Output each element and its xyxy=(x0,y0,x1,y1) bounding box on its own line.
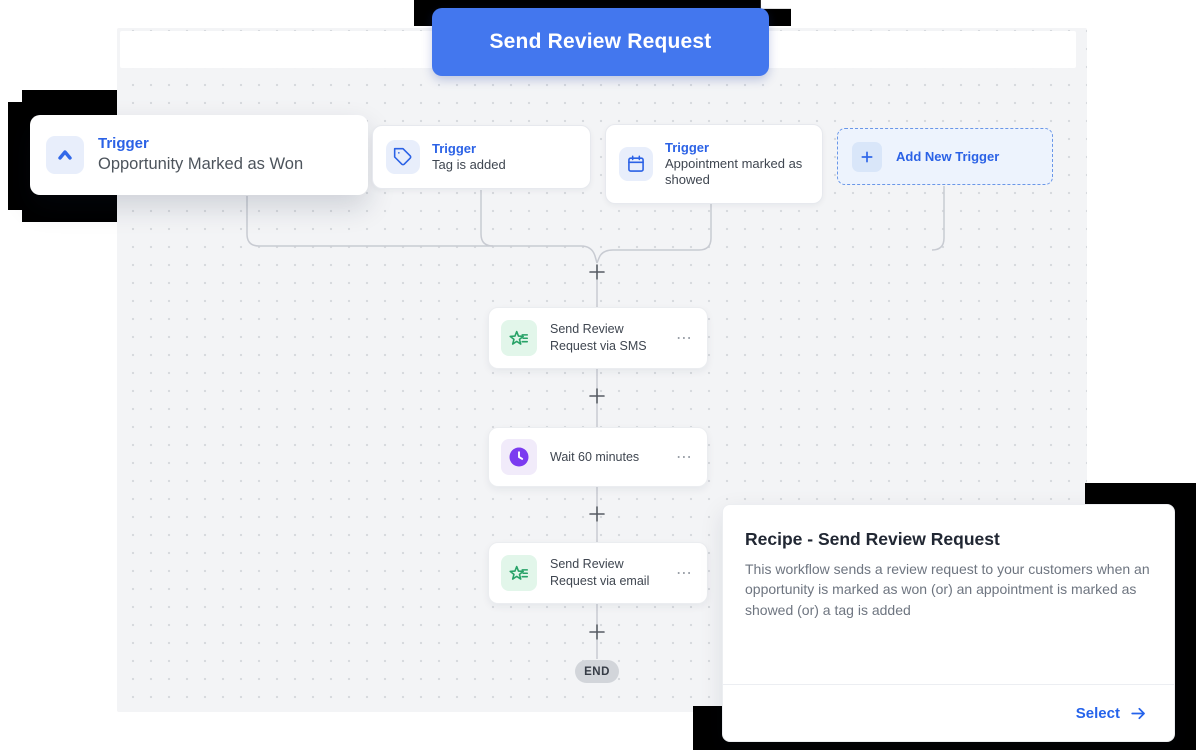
trigger-name: Opportunity Marked as Won xyxy=(98,155,304,174)
plus-icon xyxy=(852,141,882,172)
arrow-right-icon xyxy=(1131,707,1145,719)
trigger-name: Appointment marked as showed xyxy=(665,155,803,188)
recipe-title: Recipe - Send Review Request xyxy=(745,529,1000,549)
calendar-icon xyxy=(619,147,653,181)
trigger-card-tag[interactable]: Trigger Tag is added xyxy=(372,125,591,189)
node-send-review-sms[interactable]: Send Review Request via SMS ⋯ xyxy=(488,307,708,369)
node-menu-button[interactable]: ⋯ xyxy=(676,449,693,466)
node-title: Send Review Request via SMS xyxy=(550,322,647,353)
select-label: Select xyxy=(1075,704,1120,722)
recipe-footer: Select xyxy=(723,684,1174,741)
review-star-icon xyxy=(501,555,537,591)
node-menu-button[interactable]: ⋯ xyxy=(676,565,693,582)
node-title: Send Review Request via email xyxy=(550,557,650,588)
recipe-description: This workflow sends a review request to … xyxy=(745,561,1150,618)
decor-shadow-trigger-step xyxy=(8,102,28,210)
tag-icon xyxy=(386,140,420,174)
node-menu-button[interactable]: ⋯ xyxy=(676,330,693,347)
recipe-card: Recipe - Send Review Request This workfl… xyxy=(722,504,1175,742)
clock-icon xyxy=(501,439,537,475)
trigger-card-appointment[interactable]: Trigger Appointment marked as showed xyxy=(605,124,823,204)
trigger-label: Trigger xyxy=(665,139,710,155)
trigger-card-opportunity[interactable]: Trigger Opportunity Marked as Won xyxy=(30,115,368,195)
node-title: Wait 60 minutes xyxy=(550,449,640,464)
chevron-up-icon xyxy=(46,136,84,174)
node-wait[interactable]: Wait 60 minutes ⋯ xyxy=(488,427,708,487)
add-new-trigger-label: Add New Trigger xyxy=(896,149,1000,164)
trigger-label: Trigger xyxy=(432,140,477,156)
review-star-icon xyxy=(501,320,537,356)
trigger-name: Tag is added xyxy=(432,157,506,172)
add-new-trigger-button[interactable]: Add New Trigger xyxy=(837,128,1053,185)
end-badge: END xyxy=(575,660,619,683)
workflow-title: Send Review Request xyxy=(489,30,712,53)
select-button[interactable]: Select xyxy=(1076,704,1148,723)
end-label: END xyxy=(584,665,610,678)
trigger-label: Trigger xyxy=(98,135,149,153)
workflow-title-button[interactable]: Send Review Request xyxy=(432,8,769,76)
node-send-review-email[interactable]: Send Review Request via email ⋯ xyxy=(488,542,708,604)
